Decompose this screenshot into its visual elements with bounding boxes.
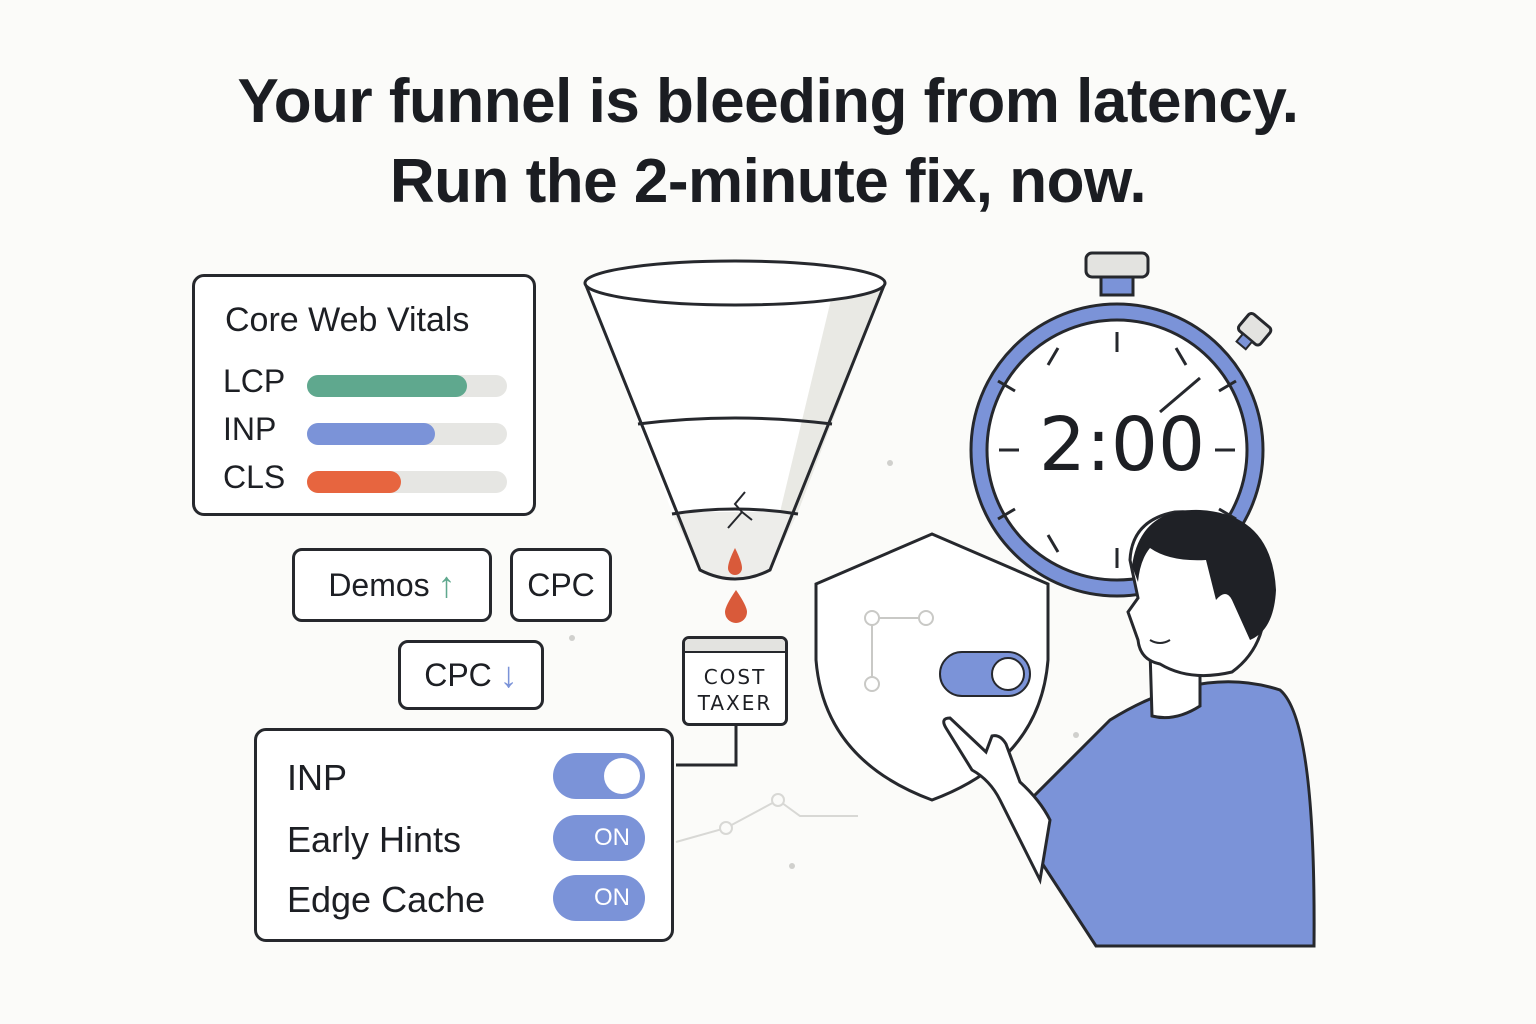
toggle-row-early-hints: Early Hints ON (287, 815, 647, 865)
toggle-row-inp: INP (287, 753, 647, 803)
cost-box-line-2: TAXER (697, 691, 773, 715)
demos-chip[interactable]: Demos ↑ (292, 548, 492, 622)
toggle-row-edge-cache: Edge Cache ON (287, 875, 647, 925)
timer-display: 2:00 (1038, 402, 1206, 488)
vitals-bar-fill (307, 375, 467, 397)
vitals-label: CLS (223, 459, 286, 495)
person-illustration (942, 509, 1316, 948)
cpc-chip[interactable]: CPC (510, 548, 612, 622)
toggle-label: INP (287, 757, 348, 798)
vitals-bar-track (307, 471, 507, 493)
headline-line-1: Your funnel is bleeding from latency. (237, 67, 1299, 136)
vitals-row-inp: INP (223, 409, 513, 449)
early-hints-toggle-switch[interactable]: ON (553, 815, 645, 861)
headline: Your funnel is bleeding from latency. Ru… (0, 62, 1536, 222)
headline-line-2: Run the 2-minute fix, now. (389, 147, 1147, 216)
arrow-up-icon: ↑ (437, 564, 456, 605)
toggle-state: ON (594, 884, 630, 911)
funnel-icon (583, 259, 887, 581)
vitals-title: Core Web Vitals (225, 301, 470, 339)
vitals-bar-track (307, 375, 507, 397)
vitals-bar-fill (307, 471, 401, 493)
cost-box-line-1: COST (703, 665, 767, 689)
cpc-down-chip[interactable]: CPC ↓ (398, 640, 544, 710)
toggle-label: Early Hints (287, 819, 462, 860)
demos-label: Demos (328, 566, 430, 603)
toggle-knob (604, 758, 640, 794)
cost-box-connector (676, 726, 738, 767)
optimization-toggles-card: INP Early Hints ON Edge Cache ON (254, 728, 674, 942)
crack-icon (727, 491, 753, 529)
vitals-bar-track (307, 423, 507, 445)
cost-taxer-box: COST TAXER (682, 636, 788, 726)
cpc-down-label: CPC (424, 656, 492, 693)
vitals-row-lcp: LCP (223, 361, 513, 401)
vitals-row-cls: CLS (223, 457, 513, 497)
vitals-bar-fill (307, 423, 435, 445)
drop-icon (728, 548, 742, 575)
drop-icon (725, 590, 747, 623)
vitals-label: INP (223, 411, 277, 447)
network-lines-decor (675, 793, 858, 843)
cost-box-strip (685, 639, 785, 653)
arrow-down-icon: ↓ (499, 654, 518, 695)
inp-toggle-switch[interactable] (553, 753, 645, 799)
shield-icon (814, 532, 1050, 802)
core-web-vitals-card: Core Web Vitals LCP INP CLS (192, 274, 536, 516)
cpc-label: CPC (527, 566, 595, 603)
vitals-label: LCP (223, 363, 286, 399)
toggle-label: Edge Cache (287, 879, 486, 920)
edge-cache-toggle-switch[interactable]: ON (553, 875, 645, 921)
toggle-state: ON (594, 824, 630, 851)
